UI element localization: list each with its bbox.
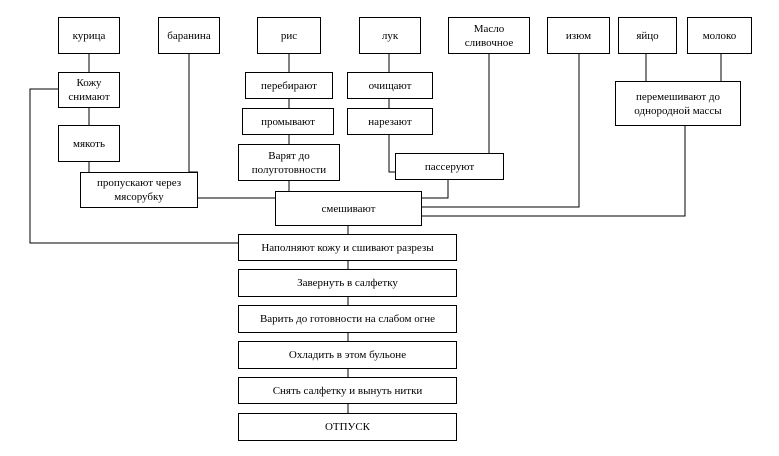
ingredient-raisins: изюм (547, 17, 610, 54)
step-saute: пассеруют (395, 153, 504, 180)
step-fill-skin: Наполняют кожу и сшивают разрезы (238, 234, 457, 261)
step-meat: мякоть (58, 125, 120, 162)
ingredient-rice: рис (257, 17, 321, 54)
ingredient-chicken: курица (58, 17, 120, 54)
step-cut: нарезают (347, 108, 433, 135)
step-boil: Варить до готовности на слабом огне (238, 305, 457, 333)
step-half-cook: Варят до полуготовности (238, 144, 340, 181)
ingredient-milk: молоко (687, 17, 752, 54)
step-peel: очищают (347, 72, 433, 99)
ingredient-mutton: баранина (158, 17, 220, 54)
step-skin-removed: Кожу снимают (58, 72, 120, 108)
step-mix-egg-milk: перемешивают до однородной массы (615, 81, 741, 126)
step-combine: смешивают (275, 191, 422, 226)
step-sort: перебирают (245, 72, 333, 99)
step-remove-napkin: Снять салфетку и вынуть нитки (238, 377, 457, 404)
step-wash: промывают (242, 108, 334, 135)
step-serve: ОТПУСК (238, 413, 457, 441)
step-mince: пропускают через мясорубку (80, 172, 198, 208)
step-wrap: Завернуть в салфетку (238, 269, 457, 297)
ingredient-butter: Масло сливочное (448, 17, 530, 54)
ingredient-onion: лук (359, 17, 421, 54)
ingredient-egg: яйцо (618, 17, 677, 54)
step-cool: Охладить в этом бульоне (238, 341, 457, 369)
